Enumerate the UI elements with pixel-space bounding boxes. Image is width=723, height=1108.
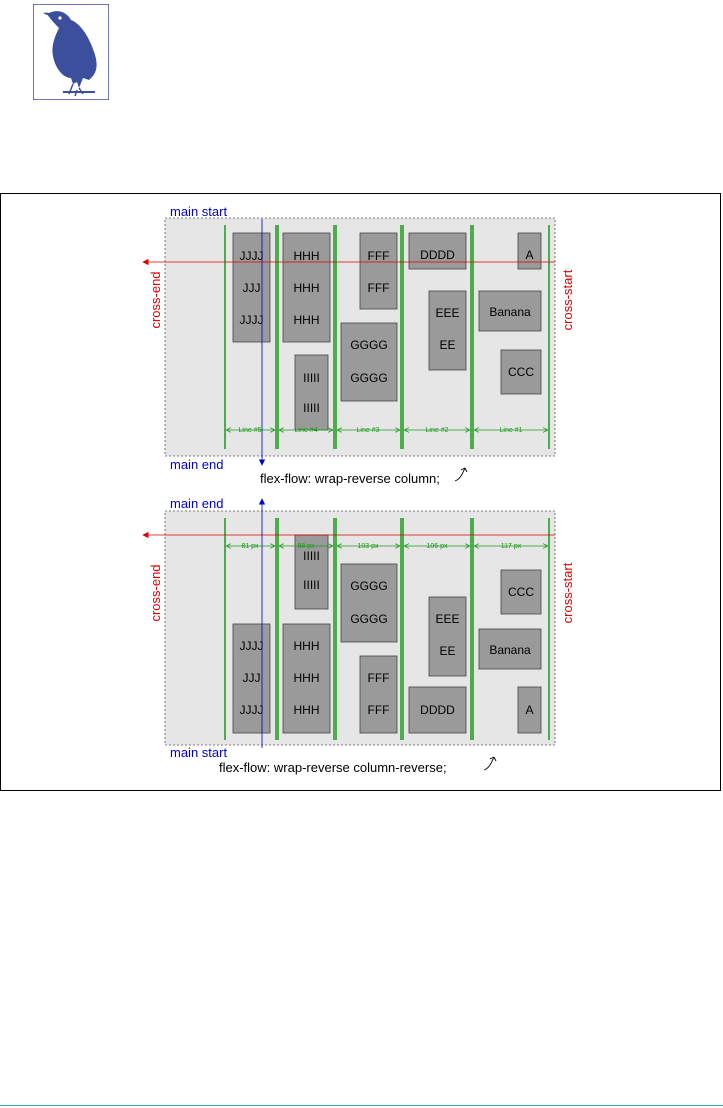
flex-item xyxy=(359,232,398,310)
line-label: Line #2 xyxy=(426,427,449,434)
item-label: FFF xyxy=(368,249,390,263)
item-label: JJJJ xyxy=(240,639,264,653)
item-label: DDDD xyxy=(420,248,455,262)
flex-line-separators xyxy=(224,518,550,740)
item-label: EE xyxy=(439,644,455,658)
line-size-label: 106 px xyxy=(426,543,448,550)
item-label: Banana xyxy=(489,305,531,319)
item-label: FFF xyxy=(368,281,390,295)
caption-arrow-icon xyxy=(483,756,497,771)
item-label: FFF xyxy=(368,671,390,685)
line-label: Line #5 xyxy=(239,427,262,434)
figure-frame xyxy=(0,193,721,791)
panel-bottom: IIIII IIIII GGGG GGGG EEE EE CCC Banana … xyxy=(142,496,575,775)
flex-item-labels: IIIII IIIII GGGG GGGG EEE EE CCC Banana … xyxy=(240,549,535,717)
panel-top: JJJJ JJJ JJJJ HHH HHH HHH IIIII IIIII FF… xyxy=(142,204,575,486)
item-label: Banana xyxy=(489,643,531,657)
flex-item xyxy=(232,623,271,734)
item-label: EEE xyxy=(435,612,459,626)
flex-item xyxy=(408,232,467,270)
item-label: HHH xyxy=(294,249,320,263)
item-label: A xyxy=(525,703,533,717)
flex-item xyxy=(428,596,467,677)
line-size-label: 117 px xyxy=(501,543,522,550)
flex-item xyxy=(408,686,467,734)
item-label: IIIII xyxy=(303,578,320,592)
main-end-label: main end xyxy=(170,496,223,511)
item-label: EEE xyxy=(435,306,459,320)
item-label: IIIII xyxy=(303,549,320,563)
flex-item xyxy=(500,349,542,395)
item-label: A xyxy=(525,248,533,262)
main-start-label: main start xyxy=(170,745,227,760)
item-label: JJJJ xyxy=(240,313,264,327)
flex-item xyxy=(500,569,542,615)
item-label: EE xyxy=(439,338,455,352)
item-label: HHH xyxy=(294,671,320,685)
item-label: HHH xyxy=(294,313,320,327)
item-label: JJJ xyxy=(243,671,261,685)
caption: flex-flow: wrap-reverse column; xyxy=(260,471,440,486)
flex-items xyxy=(232,232,542,431)
line-label: Line #3 xyxy=(357,427,380,434)
flex-item-labels: JJJJ JJJ JJJJ HHH HHH HHH IIIII IIIII FF… xyxy=(240,248,535,415)
item-label: HHH xyxy=(294,703,320,717)
item-label: HHH xyxy=(294,639,320,653)
item-label: GGGG xyxy=(350,612,387,626)
flex-item xyxy=(340,563,398,643)
item-label: IIIII xyxy=(303,371,320,385)
flex-item xyxy=(359,655,398,734)
flex-item xyxy=(517,686,542,734)
cross-start-label: cross-start xyxy=(560,562,575,623)
flex-item xyxy=(282,623,331,734)
caption-arrow-icon xyxy=(454,467,468,482)
item-label: JJJ xyxy=(243,281,261,295)
flex-item xyxy=(340,322,398,402)
item-label: JJJJ xyxy=(240,703,264,717)
caption: flex-flow: wrap-reverse column-reverse; xyxy=(219,760,447,775)
line-label: Line #4 xyxy=(295,427,318,434)
line-labels: Line #5 Line #4 Line #3 Line #2 Line #1 xyxy=(239,427,523,434)
line-size-labels: 81 px 88 px 103 px 106 px 117 px xyxy=(241,543,521,550)
cross-end-label: cross-end xyxy=(148,564,163,621)
flex-item xyxy=(282,232,331,343)
cross-start-label: cross-start xyxy=(560,269,575,330)
main-end-label: main end xyxy=(170,457,223,472)
flex-item xyxy=(428,290,467,371)
publisher-logo-bird-icon xyxy=(33,4,109,100)
flex-item xyxy=(232,232,271,343)
flexbox-diagram: JJJJ JJJ JJJJ HHH HHH HHH IIIII IIIII FF… xyxy=(142,204,575,775)
flex-item xyxy=(517,232,542,270)
line-size-label: 81 px xyxy=(241,543,259,550)
flex-item xyxy=(478,628,542,670)
item-label: IIIII xyxy=(303,401,320,415)
flex-item xyxy=(478,290,542,332)
line-size-label: 103 px xyxy=(357,543,379,550)
cross-end-label: cross-end xyxy=(148,271,163,328)
item-label: FFF xyxy=(368,703,390,717)
footer-rule xyxy=(0,1105,723,1106)
item-label: GGGG xyxy=(350,338,387,352)
item-label: CCC xyxy=(508,365,534,379)
item-label: CCC xyxy=(508,585,534,599)
item-label: HHH xyxy=(294,281,320,295)
main-start-label: main start xyxy=(170,204,227,219)
line-label: Line #1 xyxy=(500,427,523,434)
item-label: GGGG xyxy=(350,371,387,385)
line-size-label: 88 px xyxy=(297,543,315,550)
flex-item xyxy=(294,354,329,431)
item-label: DDDD xyxy=(420,703,455,717)
item-label: GGGG xyxy=(350,579,387,593)
flex-items xyxy=(232,534,542,734)
item-label: JJJJ xyxy=(240,249,264,263)
